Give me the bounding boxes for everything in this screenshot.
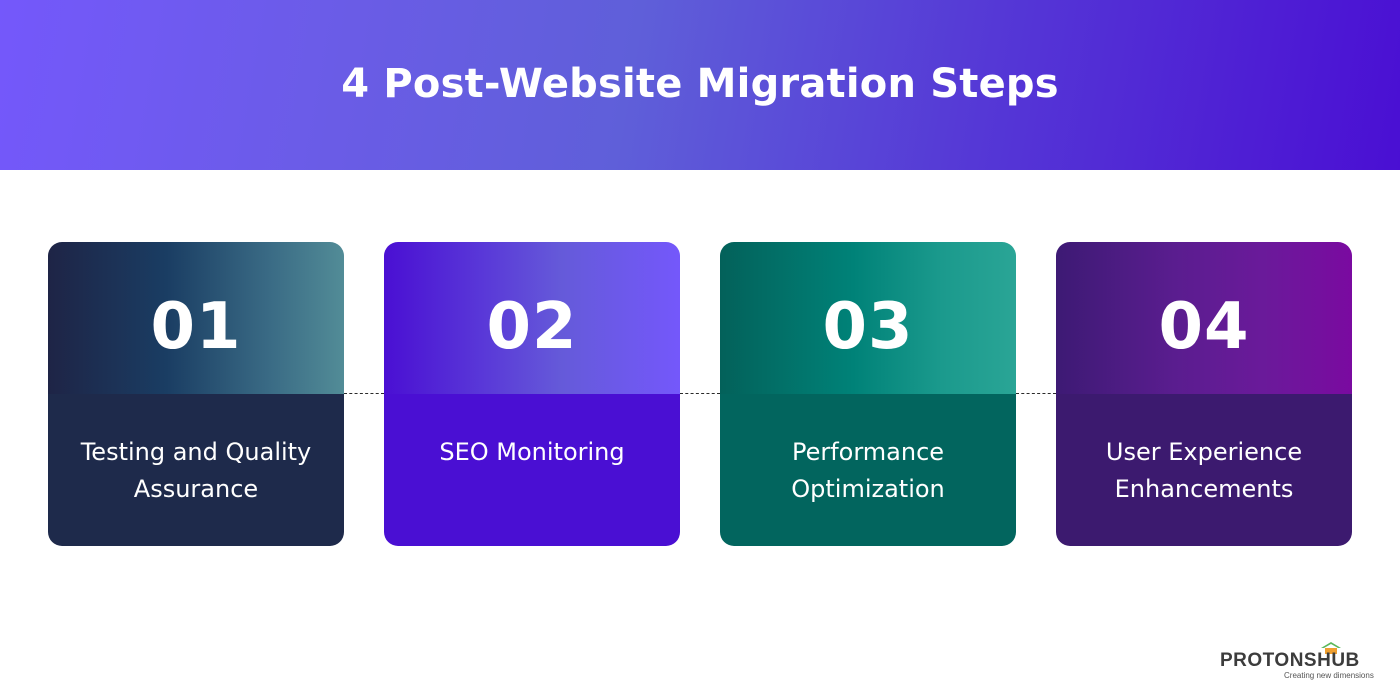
step-label: User Experience Enhancements bbox=[1105, 438, 1303, 503]
step-label-panel: Testing and Quality Assurance bbox=[48, 394, 344, 546]
step-card-1: 01 Testing and Quality Assurance bbox=[48, 242, 344, 546]
step-label: Testing and Quality Assurance bbox=[80, 438, 312, 503]
step-number-panel: 01 bbox=[48, 242, 344, 394]
step-card-2: 02 SEO Monitoring bbox=[384, 242, 680, 546]
step-label-panel: User Experience Enhancements bbox=[1056, 394, 1352, 546]
step-number: 02 bbox=[486, 290, 578, 364]
step-label: SEO Monitoring bbox=[439, 438, 625, 466]
step-card-3: 03 Performance Optimization bbox=[720, 242, 1016, 546]
connector-1-2 bbox=[344, 393, 384, 394]
house-roof-icon bbox=[1321, 642, 1341, 654]
step-number-panel: 04 bbox=[1056, 242, 1352, 394]
step-number-panel: 02 bbox=[384, 242, 680, 394]
page-title: 4 Post-Website Migration Steps bbox=[341, 61, 1059, 107]
step-number: 04 bbox=[1158, 290, 1250, 364]
connector-3-4 bbox=[1016, 393, 1056, 394]
connector-2-3 bbox=[680, 393, 720, 394]
step-number-panel: 03 bbox=[720, 242, 1016, 394]
step-label-panel: SEO Monitoring bbox=[384, 394, 680, 546]
step-number: 01 bbox=[150, 290, 242, 364]
protonshub-logo: PROTONSHUB Creating new dimensions bbox=[1220, 642, 1374, 682]
header-banner: 4 Post-Website Migration Steps bbox=[0, 0, 1400, 170]
step-label-panel: Performance Optimization bbox=[720, 394, 1016, 546]
step-card-4: 04 User Experience Enhancements bbox=[1056, 242, 1352, 546]
logo-tagline: Creating new dimensions bbox=[1284, 671, 1374, 680]
logo-wordmark: PROTONSHUB bbox=[1220, 650, 1360, 671]
step-number: 03 bbox=[822, 290, 914, 364]
step-label: Performance Optimization bbox=[791, 438, 945, 503]
